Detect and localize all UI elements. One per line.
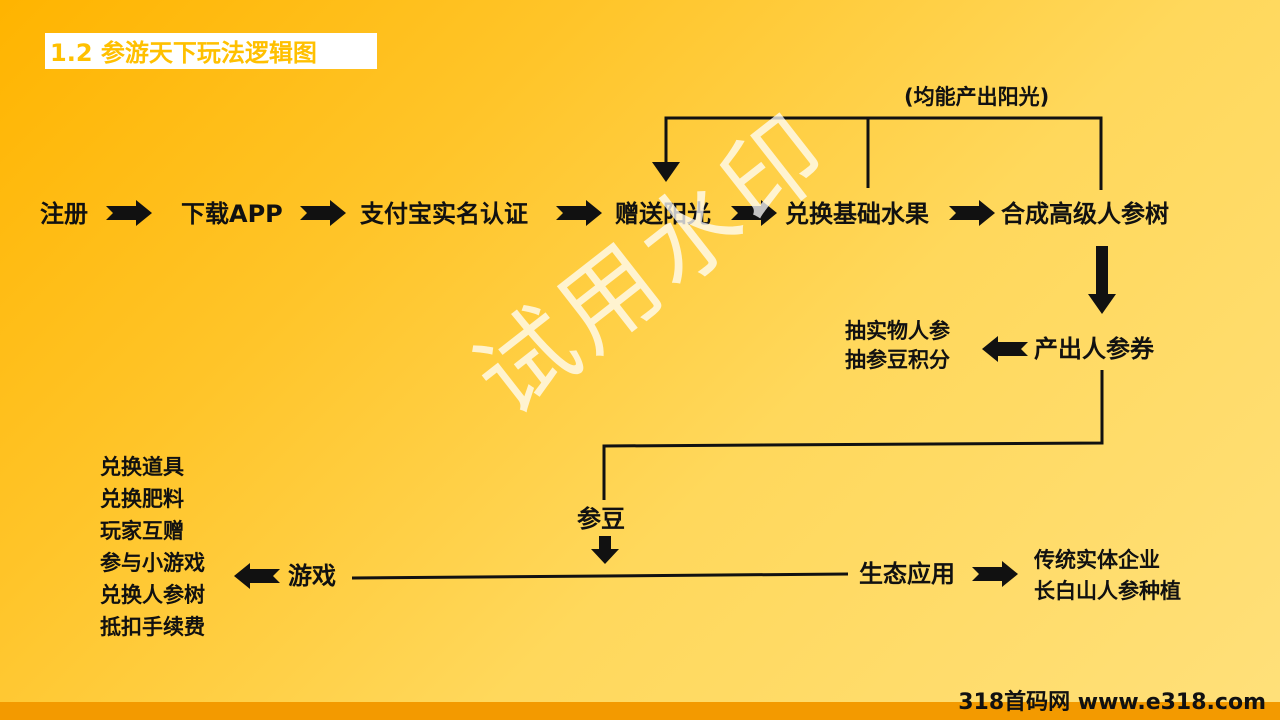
game-item: 兑换人参树: [100, 583, 205, 607]
arrow-gift-exchange: [731, 200, 777, 226]
node-gift-sunshine: 赠送阳光: [615, 200, 711, 228]
feedback-arrowhead: [652, 162, 680, 182]
arrow-register-download: [106, 200, 152, 226]
top-note: (均能产出阳光): [904, 85, 1050, 109]
node-register: 注册: [40, 200, 88, 228]
arrow-download-verify: [300, 200, 346, 226]
game-item: 兑换肥料: [100, 487, 184, 511]
game-item: 抵扣手续费: [100, 615, 205, 639]
node-synth-tree: 合成高级人参树: [1001, 200, 1169, 228]
footer-bar: [0, 702, 1280, 720]
title-box: [45, 33, 377, 69]
arrow-beans-down: [591, 536, 619, 564]
arrow-voucher-draw: [982, 336, 1028, 362]
node-game: 游戏: [288, 562, 336, 590]
eco-item: 传统实体企业: [1034, 548, 1160, 572]
feedback-line: [664, 116, 1103, 190]
arrow-exchange-synth: [949, 200, 995, 226]
node-alipay-verify: 支付宝实名认证: [360, 200, 528, 228]
node-exchange-fruit: 兑换基础水果: [785, 200, 929, 228]
game-eco-line: [351, 572, 849, 580]
game-item: 玩家互赠: [100, 519, 184, 543]
game-item: 参与小游戏: [100, 551, 205, 575]
node-download-app: 下载APP: [181, 200, 283, 228]
arrow-game-items: [234, 563, 280, 589]
draw-item-ginseng: 抽实物人参: [845, 319, 950, 343]
arrow-verify-gift: [556, 200, 602, 226]
page-title: 1.2 参游天下玩法逻辑图: [50, 39, 317, 67]
node-produce-voucher: 产出人参券: [1034, 335, 1154, 363]
game-item: 兑换道具: [100, 455, 184, 479]
arrow-eco-items: [972, 561, 1018, 587]
arrow-synth-voucher: [1088, 246, 1116, 314]
footer-site-label: 318首码网 www.e318.com: [958, 690, 1266, 715]
node-eco-app: 生态应用: [859, 560, 955, 588]
voucher-beans-line: [602, 370, 1104, 500]
eco-item: 长白山人参种植: [1034, 579, 1181, 603]
draw-item-beans: 抽参豆积分: [845, 348, 950, 372]
node-beans: 参豆: [577, 505, 625, 533]
